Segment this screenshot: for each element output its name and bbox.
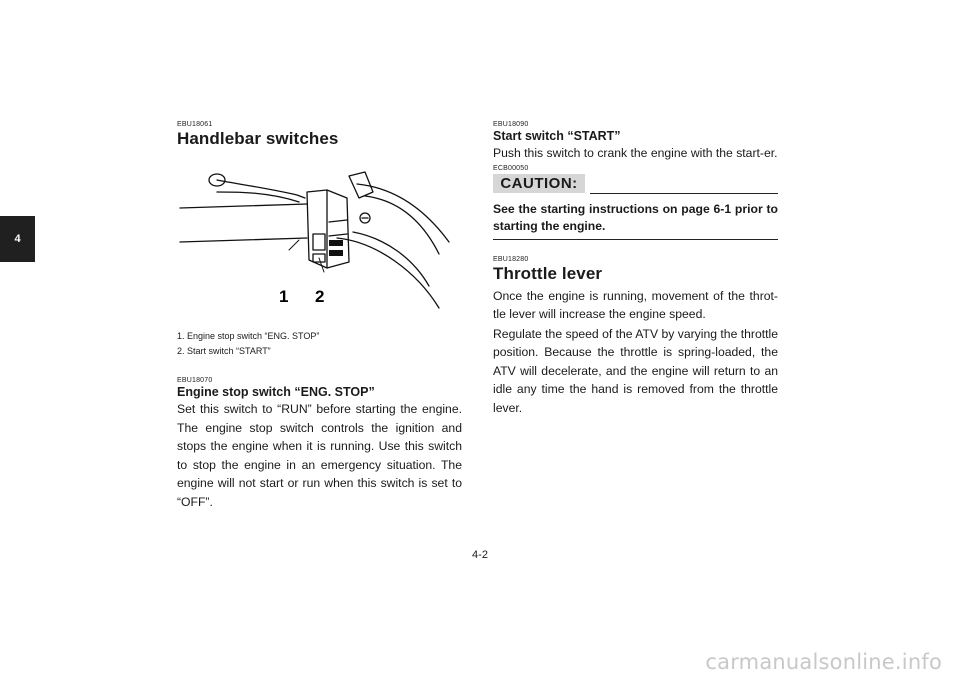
section-heading: Start switch “START” [493, 129, 621, 143]
caution-text: See the starting instructions on page 6-… [493, 196, 778, 240]
figure-label-2: 2 [315, 287, 324, 306]
section-heading: Engine stop switch “ENG. STOP” [177, 385, 375, 399]
page-title: Handlebar switches [177, 129, 339, 148]
caution-header: CAUTION: [493, 173, 778, 196]
figure-label-1: 1 [279, 287, 288, 306]
caption-item: 2. Start switch “START” [177, 346, 271, 356]
right-column: EBU18090 Start switch “START” Push this … [493, 121, 778, 417]
engine-stop-section: EBU18070 Engine stop switch “ENG. STOP” … [177, 377, 462, 511]
caption-item: 1. Engine stop switch “ENG. STOP” [177, 331, 320, 341]
figure-captions: 1. Engine stop switch “ENG. STOP” 2. Sta… [177, 329, 462, 359]
section-body: Once the engine is running, movement of … [493, 288, 778, 322]
section-body: Set this switch to “RUN” before starting… [177, 402, 462, 509]
caution-code: ECB00050 [493, 164, 529, 172]
handlebar-illustration: 1 2 [177, 162, 462, 314]
section-body: Push this switch to crank the engine wit… [493, 146, 778, 160]
left-column-header: EBU18061 Handlebar switches [177, 121, 462, 149]
handlebar-drawing: 1 2 [179, 171, 450, 309]
page-number: 4-2 [472, 549, 488, 561]
section-code: EBU18280 [493, 255, 529, 263]
section-code: EBU18070 [177, 377, 213, 384]
section-body: Regulate the speed of the ATV by varying… [493, 326, 779, 415]
watermark: carmanualsonline.info [705, 650, 942, 674]
section-code: EBU18061 [177, 121, 213, 128]
section-tab: 4 [0, 216, 35, 262]
section-title: Throttle lever [493, 263, 603, 283]
caution-badge: CAUTION: [493, 173, 585, 193]
section-code: EBU18090 [493, 121, 529, 128]
caution-divider [590, 192, 778, 194]
